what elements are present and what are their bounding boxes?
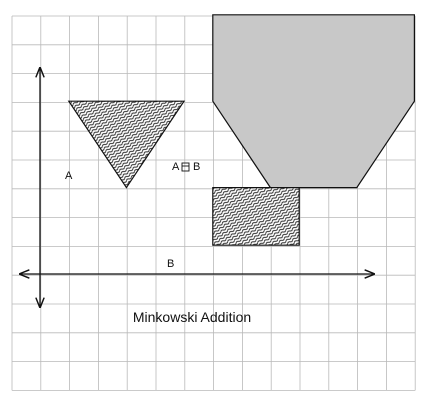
axes	[20, 68, 374, 307]
operator-label-b: B	[193, 161, 200, 173]
operator-label-a: A	[172, 161, 180, 173]
diagram-title: Minkowski Addition	[133, 309, 251, 325]
triangle-a	[67, 100, 186, 189]
shape-b-label: B	[167, 258, 174, 270]
minkowski-operator: A B	[172, 161, 200, 173]
oplus-icon	[181, 162, 190, 172]
rectangle-b	[212, 187, 300, 246]
minkowski-sum-polygon	[212, 14, 415, 189]
shape-a-label: A	[65, 170, 73, 182]
